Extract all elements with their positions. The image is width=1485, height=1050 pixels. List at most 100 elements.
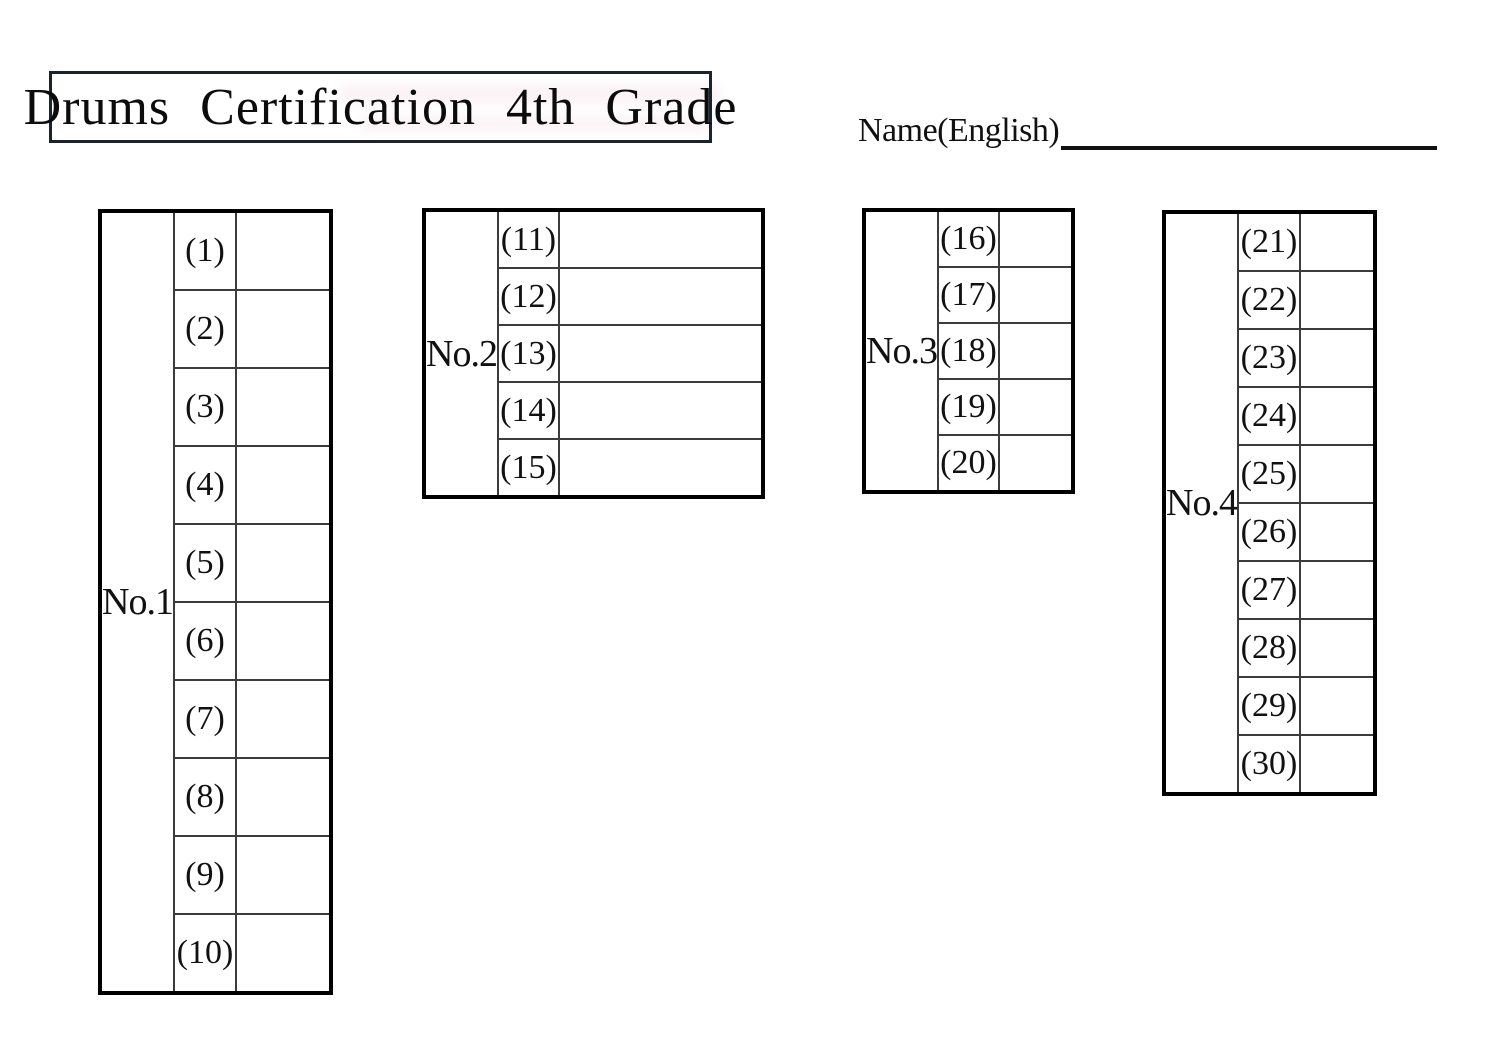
table-row: (23) <box>1164 328 1376 388</box>
table-row: (20) <box>864 434 1074 493</box>
answer-table-no1: No.1 (1) (2) (3) (4) (5) (6) (7) (8) (9)… <box>98 209 333 995</box>
question-number-cell: (30) <box>1236 734 1301 795</box>
answer-cell <box>997 434 1074 493</box>
answer-cell <box>997 322 1074 380</box>
answer-cell <box>234 601 332 681</box>
question-number-cell: (3) <box>172 367 237 447</box>
ink-bleed-artifact <box>360 116 710 132</box>
question-number-cell: (9) <box>172 835 237 915</box>
answer-cell <box>234 835 332 915</box>
table-row: (22) <box>1164 270 1376 330</box>
table-row: (10) <box>100 913 332 994</box>
table-row: (18) <box>864 322 1074 380</box>
question-number-cell: (7) <box>172 679 237 759</box>
table-row: (5) <box>100 523 332 603</box>
table-row: (29) <box>1164 676 1376 736</box>
question-number-cell: (21) <box>1236 211 1301 272</box>
question-number-cell: (5) <box>172 523 237 603</box>
answer-cell <box>234 210 332 291</box>
name-label: Name(English) <box>858 112 1060 149</box>
section-label: No.4 <box>1163 211 1239 795</box>
answer-cell <box>1298 328 1376 388</box>
question-number-cell: (24) <box>1236 386 1301 446</box>
answer-cell <box>234 445 332 525</box>
answer-cell <box>234 523 332 603</box>
table-row: (8) <box>100 757 332 837</box>
answer-cell <box>997 209 1074 268</box>
answer-cell <box>1298 676 1376 736</box>
answer-cell <box>557 209 764 269</box>
answer-cell <box>1298 618 1376 678</box>
question-number-cell: (2) <box>172 289 237 369</box>
question-number-cell: (29) <box>1236 676 1301 736</box>
section-label: No.2 <box>423 209 499 498</box>
answer-cell <box>557 267 764 326</box>
table-row: (27) <box>1164 560 1376 620</box>
table-row: (26) <box>1164 502 1376 562</box>
question-number-cell: (23) <box>1236 328 1301 388</box>
answer-cell <box>997 266 1074 324</box>
question-number-cell: (1) <box>172 210 237 291</box>
question-number-cell: (28) <box>1236 618 1301 678</box>
answer-cell <box>234 679 332 759</box>
answer-cell <box>234 913 332 994</box>
answer-table-no3: No.3 (16) (17) (18) (19) (20) <box>862 208 1075 494</box>
question-number-cell: (19) <box>936 378 1000 436</box>
answer-cell <box>234 367 332 447</box>
table-row: (19) <box>864 378 1074 436</box>
table-row: (12) <box>424 267 764 326</box>
answer-cell <box>234 289 332 369</box>
question-number-cell: (13) <box>496 324 560 383</box>
table-row: (15) <box>424 438 764 498</box>
answer-cell <box>1298 560 1376 620</box>
table-row: (24) <box>1164 386 1376 446</box>
question-number-cell: (15) <box>496 438 560 498</box>
page-title: Drums Certification 4th Grade <box>23 78 738 136</box>
answer-cell <box>1298 734 1376 795</box>
answer-cell <box>557 381 764 440</box>
table-row: (28) <box>1164 618 1376 678</box>
title-box: Drums Certification 4th Grade <box>24 71 736 143</box>
table-row: (7) <box>100 679 332 759</box>
question-number-cell: (12) <box>496 267 560 326</box>
answer-table-no2: No.2 (11) (12) (13) (14) (15) <box>422 208 765 499</box>
question-number-cell: (18) <box>936 322 1000 380</box>
question-number-cell: (20) <box>936 434 1000 493</box>
answer-cell <box>1298 444 1376 504</box>
table-row: (13) <box>424 324 764 383</box>
section-label: No.1 <box>99 210 175 994</box>
answer-cell <box>557 438 764 498</box>
question-number-cell: (25) <box>1236 444 1301 504</box>
table-row: (14) <box>424 381 764 440</box>
answer-cell <box>1298 211 1376 272</box>
answer-cell <box>557 324 764 383</box>
ink-bleed-artifact <box>340 84 720 104</box>
answer-table-no4: No.4 (21) (22) (23) (24) (25) (26) (27) … <box>1162 210 1377 796</box>
question-number-cell: (26) <box>1236 502 1301 562</box>
question-number-cell: (16) <box>936 209 1000 268</box>
table-row: (30) <box>1164 734 1376 795</box>
answer-cell <box>1298 502 1376 562</box>
question-number-cell: (8) <box>172 757 237 837</box>
name-field-row: Name(English) <box>858 112 1437 150</box>
table-row: No.1 (1) <box>99 210 332 994</box>
table-row: (4) <box>100 445 332 525</box>
table-row: (9) <box>100 835 332 915</box>
table-row: No.2 (11) <box>423 209 764 498</box>
question-number-cell: (17) <box>936 266 1000 324</box>
question-number-cell: (11) <box>496 209 560 269</box>
table-row: No.4 (21) <box>1163 211 1376 795</box>
table-row: No.3 (16) <box>863 209 1074 493</box>
question-number-cell: (27) <box>1236 560 1301 620</box>
question-number-cell: (22) <box>1236 270 1301 330</box>
table-row: (2) <box>100 289 332 369</box>
answer-cell <box>997 378 1074 436</box>
name-write-line <box>1061 112 1437 150</box>
answer-cell <box>234 757 332 837</box>
table-row: (6) <box>100 601 332 681</box>
question-number-cell: (14) <box>496 381 560 440</box>
table-row: (3) <box>100 367 332 447</box>
answer-cell <box>1298 270 1376 330</box>
table-row: (25) <box>1164 444 1376 504</box>
